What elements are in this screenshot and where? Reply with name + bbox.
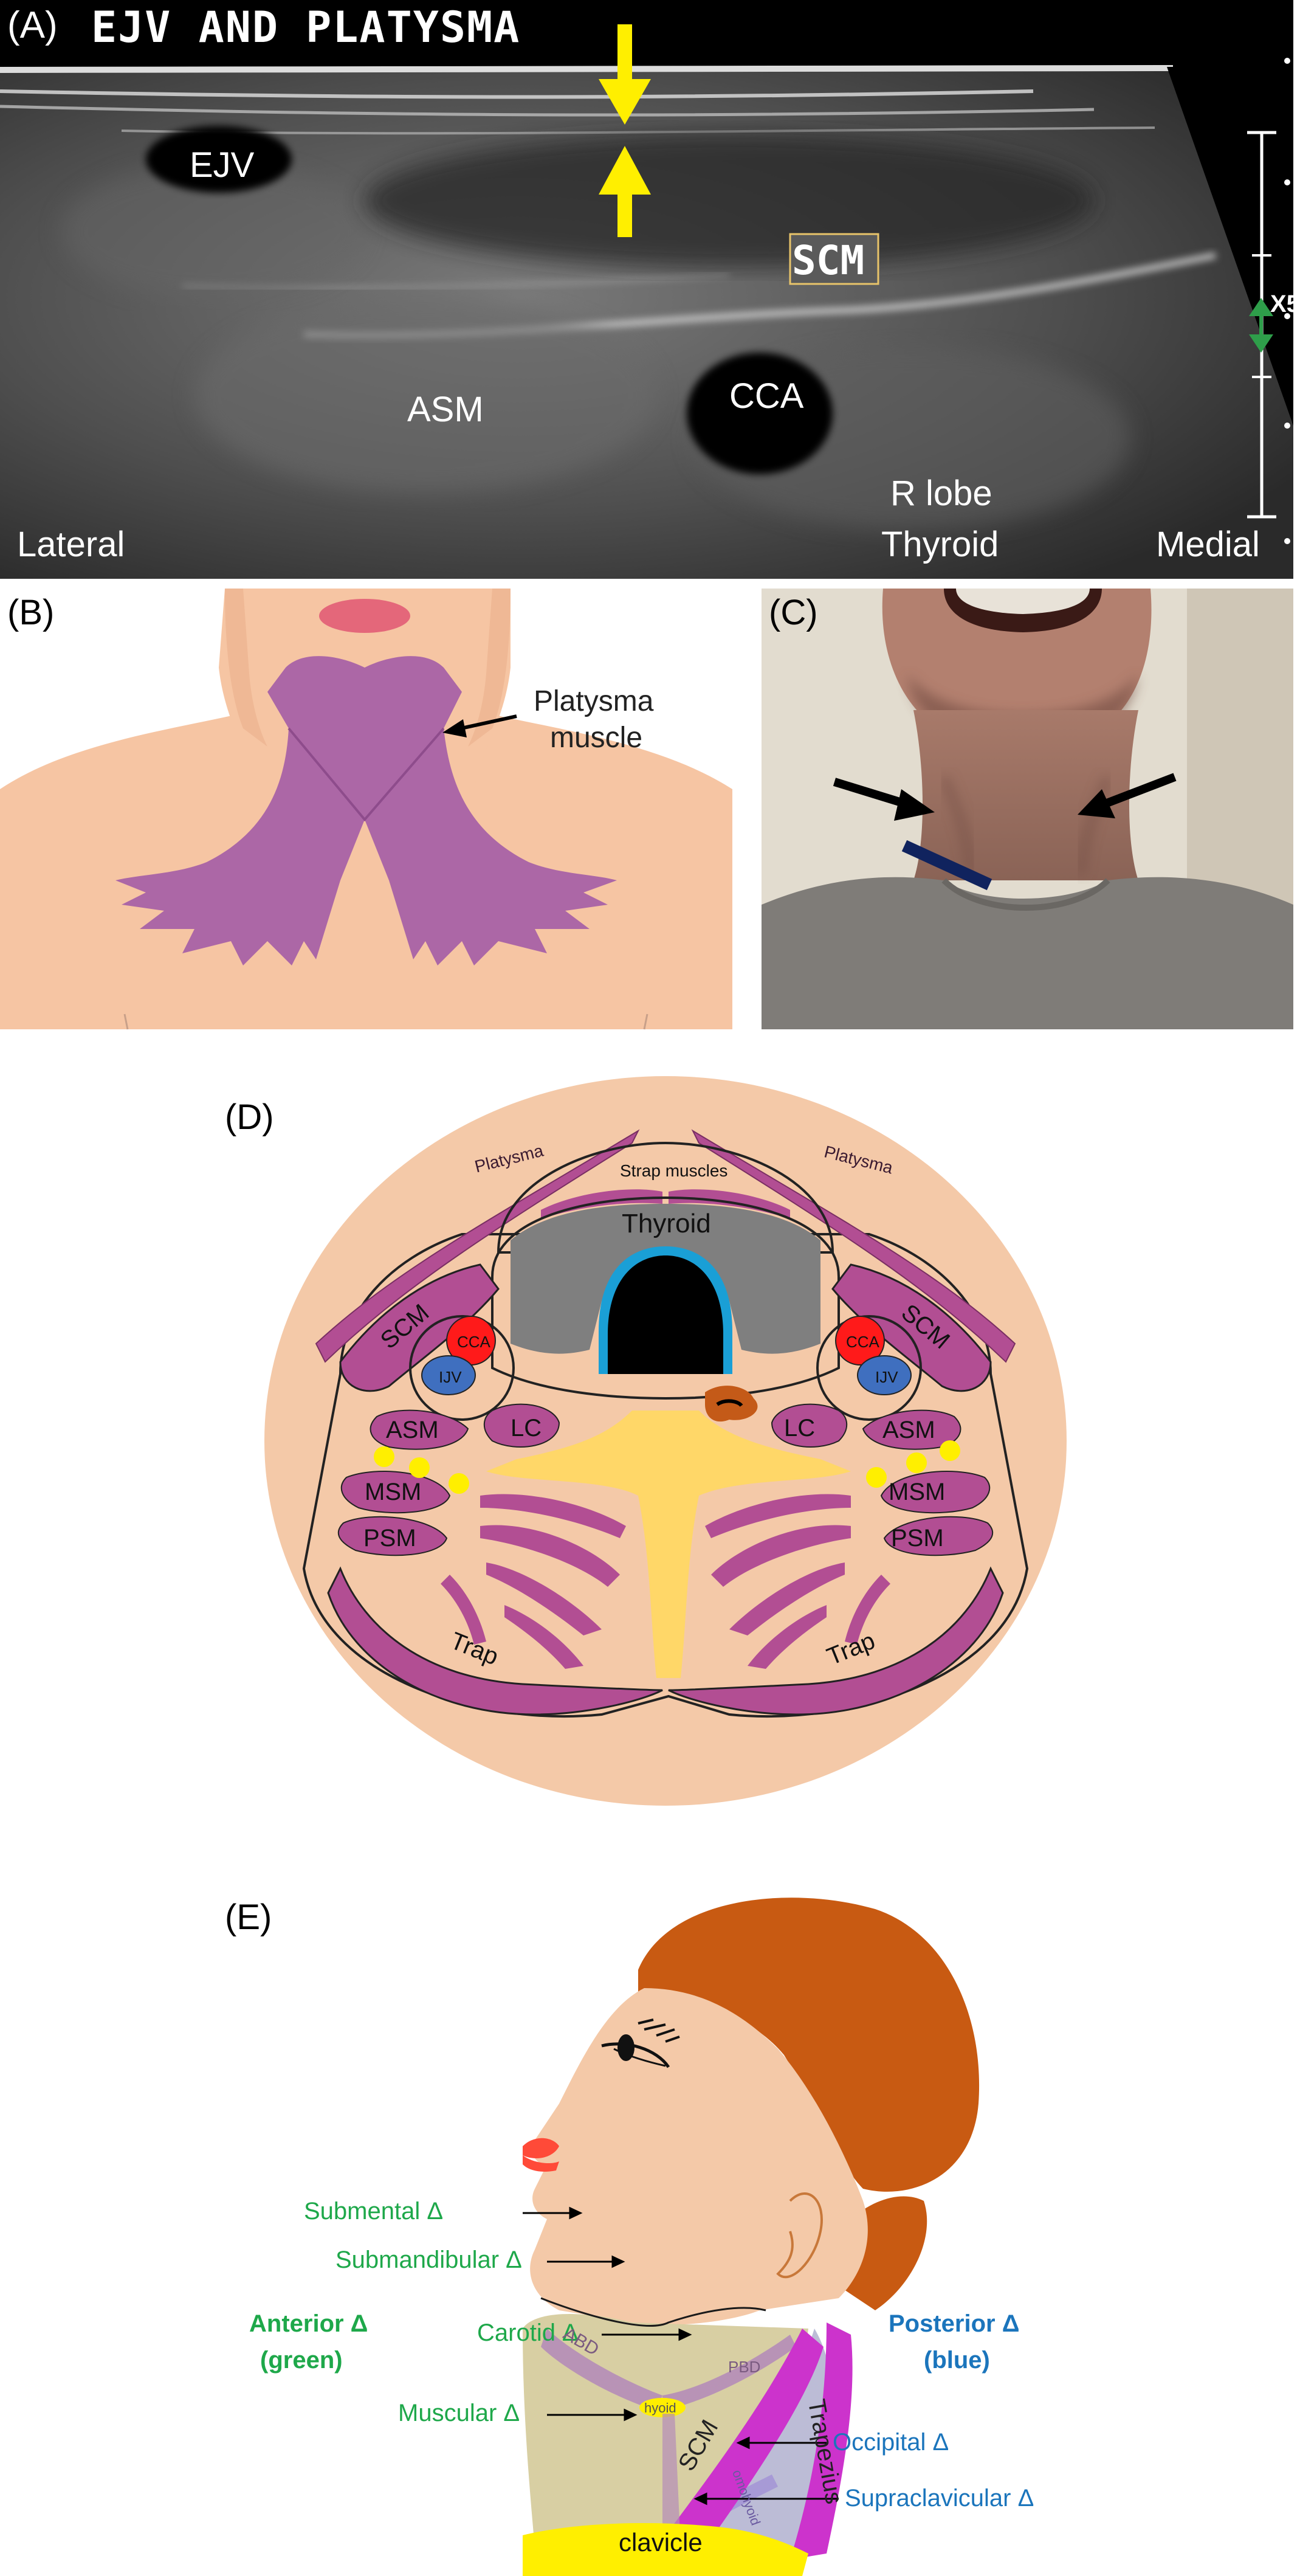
hyoid-bone-shape [639, 2398, 686, 2417]
vertebra-shape [486, 1411, 851, 1678]
submandibular-label: Submandibular Δ [335, 2246, 522, 2273]
psm-left-label: PSM [363, 1525, 416, 1552]
probe-position-marker [901, 840, 992, 891]
asm-left-label: ASM [386, 1417, 439, 1443]
cca-label: CCA [729, 376, 804, 416]
clavicle-shape [523, 2523, 808, 2576]
lc-left-label: LC [511, 1415, 542, 1442]
ejv-vessel [146, 126, 292, 193]
thyroid-label: Thyroid [622, 1209, 711, 1238]
hyoid-label: hyoid [644, 2400, 676, 2415]
mouth-shape [319, 599, 410, 633]
msm-left-label: MSM [365, 1479, 422, 1505]
panel-a-letter: (A) [7, 4, 58, 46]
panel-c-photo: (C) [762, 589, 1293, 1029]
neck-cross-section [264, 1076, 1067, 1806]
cca-left-label: CCA [457, 1333, 490, 1351]
trachea-shape [608, 1255, 723, 1374]
thyroid-shape [511, 1204, 820, 1354]
ejv-label: EJV [190, 145, 255, 185]
posterior-triangle-label-line2: (blue) [924, 2347, 990, 2374]
strap-muscles-label: Strap muscles [620, 1161, 728, 1180]
carotid-label: Carotid Δ [477, 2319, 579, 2346]
anterior-triangle-label-line1: Anterior Δ [249, 2310, 368, 2337]
thyroid-label: Thyroid [881, 525, 999, 564]
platysma-label-line1: Platysma [534, 685, 654, 717]
clavicle-label: clavicle [619, 2528, 703, 2557]
medial-label: Medial [1156, 525, 1260, 564]
panel-a-title: EJV AND PLATYSMA [91, 2, 521, 52]
panel-c-letter: (C) [769, 593, 818, 632]
panel-b-platysma: (B) Platysma muscle [0, 589, 732, 1030]
cca-right-label: CCA [846, 1333, 879, 1351]
head-shape [530, 1988, 868, 2325]
ear-icon [776, 2192, 823, 2279]
panel-e-neck-triangles: (E) Submental Δ Submandibular Δ Carotid … [0, 1860, 1293, 2576]
ultrasound-image [0, 0, 1293, 579]
yellow-arrow-up-icon [599, 146, 651, 237]
scm-muscle-shape [656, 2329, 824, 2547]
supraclavicular-label: Supraclavicular Δ [845, 2485, 1034, 2512]
neck-triangles-illustration [523, 1897, 980, 2576]
lips-shape [523, 2138, 559, 2158]
ijv-left-label: IJV [439, 1368, 462, 1386]
r-lobe-label: R lobe [890, 474, 992, 513]
focus-down-icon [1249, 334, 1273, 353]
scm-label-box [789, 233, 879, 285]
posterior-triangle-label-line1: Posterior Δ [889, 2310, 1020, 2337]
msm-right-label: MSM [889, 1479, 946, 1505]
asm-label: ASM [407, 390, 484, 429]
platysma-arrow-icon [455, 714, 517, 731]
neck-photo [762, 589, 1293, 1029]
panel-e-letter: (E) [225, 1897, 272, 1937]
panel-b-letter: (B) [7, 593, 55, 632]
pbd-label: PBD [728, 2358, 761, 2376]
hair-shape [638, 1897, 980, 2192]
panel-a-ultrasound: (A) EJV AND PLATYSMA EJV SCM ASM CCA R l… [0, 0, 1300, 579]
platysma-label-line2: muscle [550, 722, 643, 754]
ijv-right-label: IJV [875, 1368, 898, 1386]
trapezius-muscle-shape [790, 2322, 853, 2560]
zoom-label: X5 [1270, 291, 1300, 317]
anterior-triangle-label-line2: (green) [260, 2347, 343, 2374]
lateral-label: Lateral [17, 525, 125, 564]
panel-d-cross-section: (D) Platysma Platysma Strap muscles Thyr… [0, 1070, 1293, 1830]
platysma-illustration [0, 589, 732, 1030]
cca-vessel [687, 353, 833, 474]
eye-icon [601, 2042, 670, 2068]
lc-right-label: LC [784, 1415, 816, 1442]
asm-right-label: ASM [882, 1417, 935, 1443]
scm-label: SCM [792, 237, 865, 284]
photo-arrow-right-icon [1097, 773, 1177, 810]
psm-right-label: PSM [891, 1525, 944, 1552]
submental-label: Submental Δ [304, 2198, 444, 2225]
muscular-label: Muscular Δ [398, 2400, 520, 2426]
yellow-arrow-down-icon [599, 24, 651, 125]
focus-up-icon [1249, 298, 1273, 316]
panel-d-letter: (D) [225, 1097, 274, 1137]
platysma-muscle-shape [115, 656, 617, 965]
occipital-label: Occipital Δ [833, 2429, 949, 2456]
